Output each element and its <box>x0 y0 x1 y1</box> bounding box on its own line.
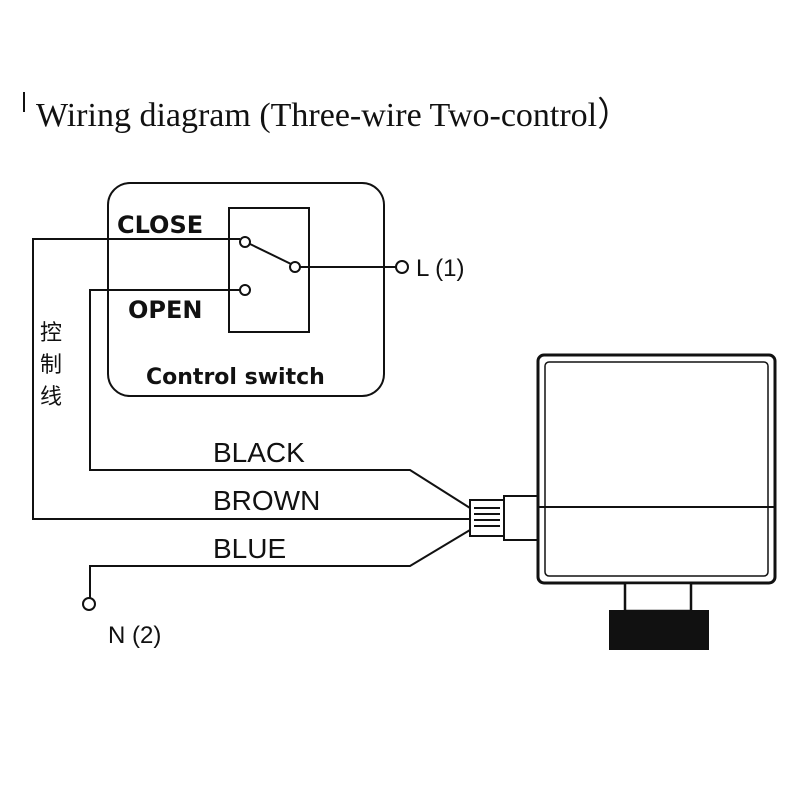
control-wire-label-char-2: 制 <box>40 352 62 377</box>
open-contact <box>239 284 251 296</box>
open-control-wire <box>89 289 471 509</box>
actuator <box>536 353 777 650</box>
page-title: Wiring diagram (Three-wire Two-control） <box>36 96 631 134</box>
neutral-terminal <box>82 597 96 611</box>
close-label: CLOSE <box>117 211 203 239</box>
control-wire-label-char-1: 控 <box>40 320 62 345</box>
live-terminal <box>395 260 409 274</box>
control-switch-caption: Control switch <box>146 365 325 390</box>
common-contact <box>289 261 301 273</box>
wire-label-brown: BROWN <box>213 485 320 516</box>
wire-label-blue: BLUE <box>213 533 286 564</box>
switch-blade <box>249 243 292 265</box>
control-wire-label-char-3: 线 <box>40 384 62 409</box>
neutral-terminal-label: N (2) <box>108 622 161 649</box>
live-terminal-label: L (1) <box>416 255 464 282</box>
close-contact <box>239 236 251 248</box>
neutral-wire <box>89 529 471 598</box>
cable-connector <box>469 495 541 541</box>
close-control-wire <box>32 238 470 520</box>
wire-label-black: BLACK <box>213 437 305 468</box>
switch-body <box>228 207 310 333</box>
open-label: OPEN <box>128 296 202 324</box>
